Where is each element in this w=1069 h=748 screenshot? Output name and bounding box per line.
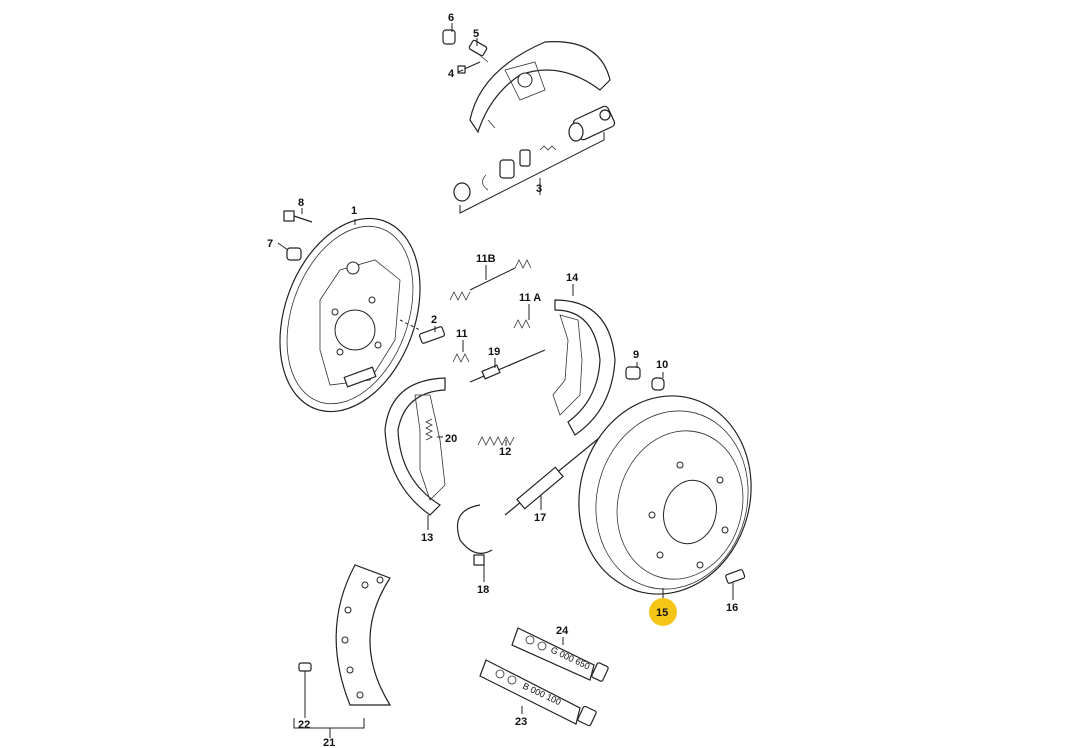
backing-plate <box>279 217 421 413</box>
label-11a: 11 A <box>519 292 541 304</box>
nut-10 <box>651 377 665 391</box>
label-3: 3 <box>536 183 542 195</box>
adjuster-rod-19 <box>469 349 546 383</box>
spring-12 <box>477 436 515 446</box>
label-4: 4 <box>448 68 455 80</box>
label-11b: 11B <box>476 253 496 265</box>
label-23: 23 <box>515 716 527 728</box>
label-8: 8 <box>298 197 304 209</box>
spring-11a <box>513 319 531 329</box>
label-1: 1 <box>351 205 357 217</box>
label-21: 21 <box>323 737 335 748</box>
label-12: 12 <box>499 446 511 458</box>
label-19: 19 <box>488 346 500 358</box>
brake-shoe-14 <box>552 299 616 436</box>
bolt-5 <box>468 39 489 63</box>
label-5: 5 <box>473 28 479 40</box>
label-11: 11 <box>456 328 468 340</box>
brake-lining-21 <box>335 564 392 706</box>
label-15: 15 <box>656 607 668 619</box>
label-2: 2 <box>431 314 437 326</box>
label-7: 7 <box>267 238 273 250</box>
bolt-8 <box>283 210 313 223</box>
label-16: 16 <box>726 602 738 614</box>
label-20: 20 <box>445 433 457 445</box>
adjuster-2 <box>399 319 446 344</box>
bolt-16 <box>725 569 746 584</box>
label-10: 10 <box>656 359 668 371</box>
label-22: 22 <box>298 719 310 731</box>
bolt-4 <box>457 61 481 74</box>
part-labels: 6 5 4 3 8 1 7 11B 14 11 A 2 11 19 9 10 2… <box>267 12 738 748</box>
highlight-marker-15[interactable] <box>649 598 677 626</box>
label-24: 24 <box>556 625 569 637</box>
label-6: 6 <box>448 12 454 24</box>
cylinder-small-parts <box>453 145 557 202</box>
label-14: 14 <box>566 272 579 284</box>
leader-lines <box>277 23 734 718</box>
rivet-22 <box>298 662 312 672</box>
brake-drum-15 <box>578 395 752 595</box>
wheel-cylinder <box>568 105 616 142</box>
label-13: 13 <box>421 532 433 544</box>
spring-11b <box>449 259 532 301</box>
spring-11 <box>452 353 470 363</box>
spring-20 <box>425 418 433 441</box>
label-17: 17 <box>534 512 546 524</box>
nut-9 <box>625 366 641 380</box>
clip-18 <box>456 504 493 566</box>
handbrake-cable-17 <box>504 424 616 516</box>
brake-shoe-13 <box>384 377 446 516</box>
label-9: 9 <box>633 349 639 361</box>
bolt-6 <box>442 29 456 45</box>
upper-backing-plate <box>469 41 611 134</box>
nut-7 <box>286 247 302 261</box>
label-18: 18 <box>477 584 489 596</box>
